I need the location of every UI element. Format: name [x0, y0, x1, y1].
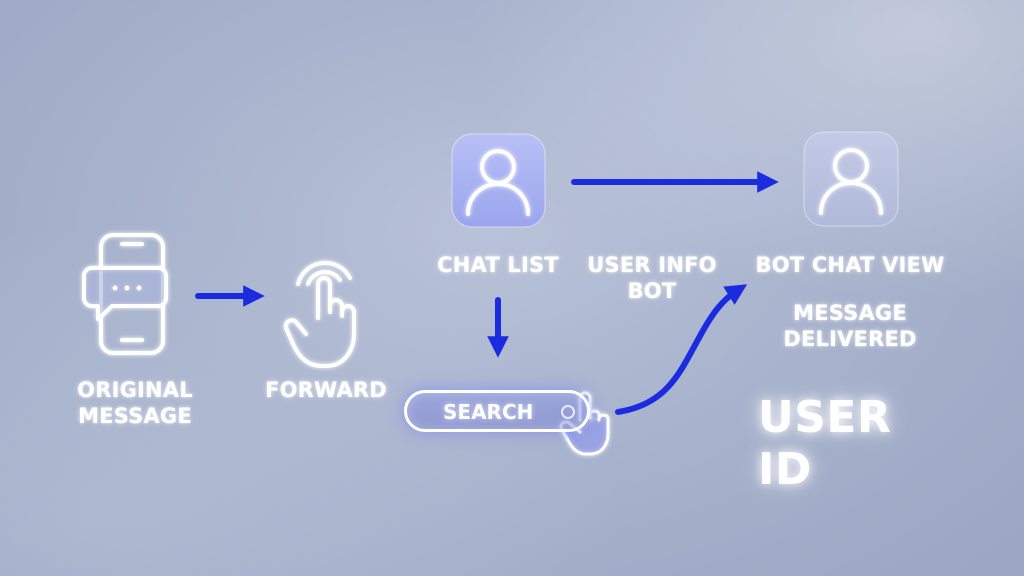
label-chat-list: CHAT LIST	[437, 253, 559, 277]
label-message-delivered: MESSAGE DELIVERED	[783, 301, 917, 351]
search-label: SEARCH	[443, 400, 534, 424]
label-user-info-bot: USER INFO BOT	[587, 253, 717, 303]
search-button[interactable]: SEARCH	[404, 390, 590, 432]
tap-hand-icon	[283, 260, 356, 368]
bot-chat-user-tile	[803, 131, 899, 227]
label-original-message: ORIGINAL MESSAGE	[77, 378, 193, 428]
label-forward: FORWARD	[265, 378, 387, 402]
phone-chat-icon	[82, 233, 168, 355]
user-icon	[466, 149, 530, 216]
search-icon	[561, 405, 575, 419]
user-icon	[819, 148, 883, 215]
flow-arrows	[195, 171, 779, 415]
arrow-search-to-botview	[615, 284, 748, 415]
user-id-title: USER ID	[758, 392, 892, 495]
chat-list-user-tile	[451, 133, 546, 228]
label-bot-chat-view: BOT CHAT VIEW	[755, 253, 945, 277]
